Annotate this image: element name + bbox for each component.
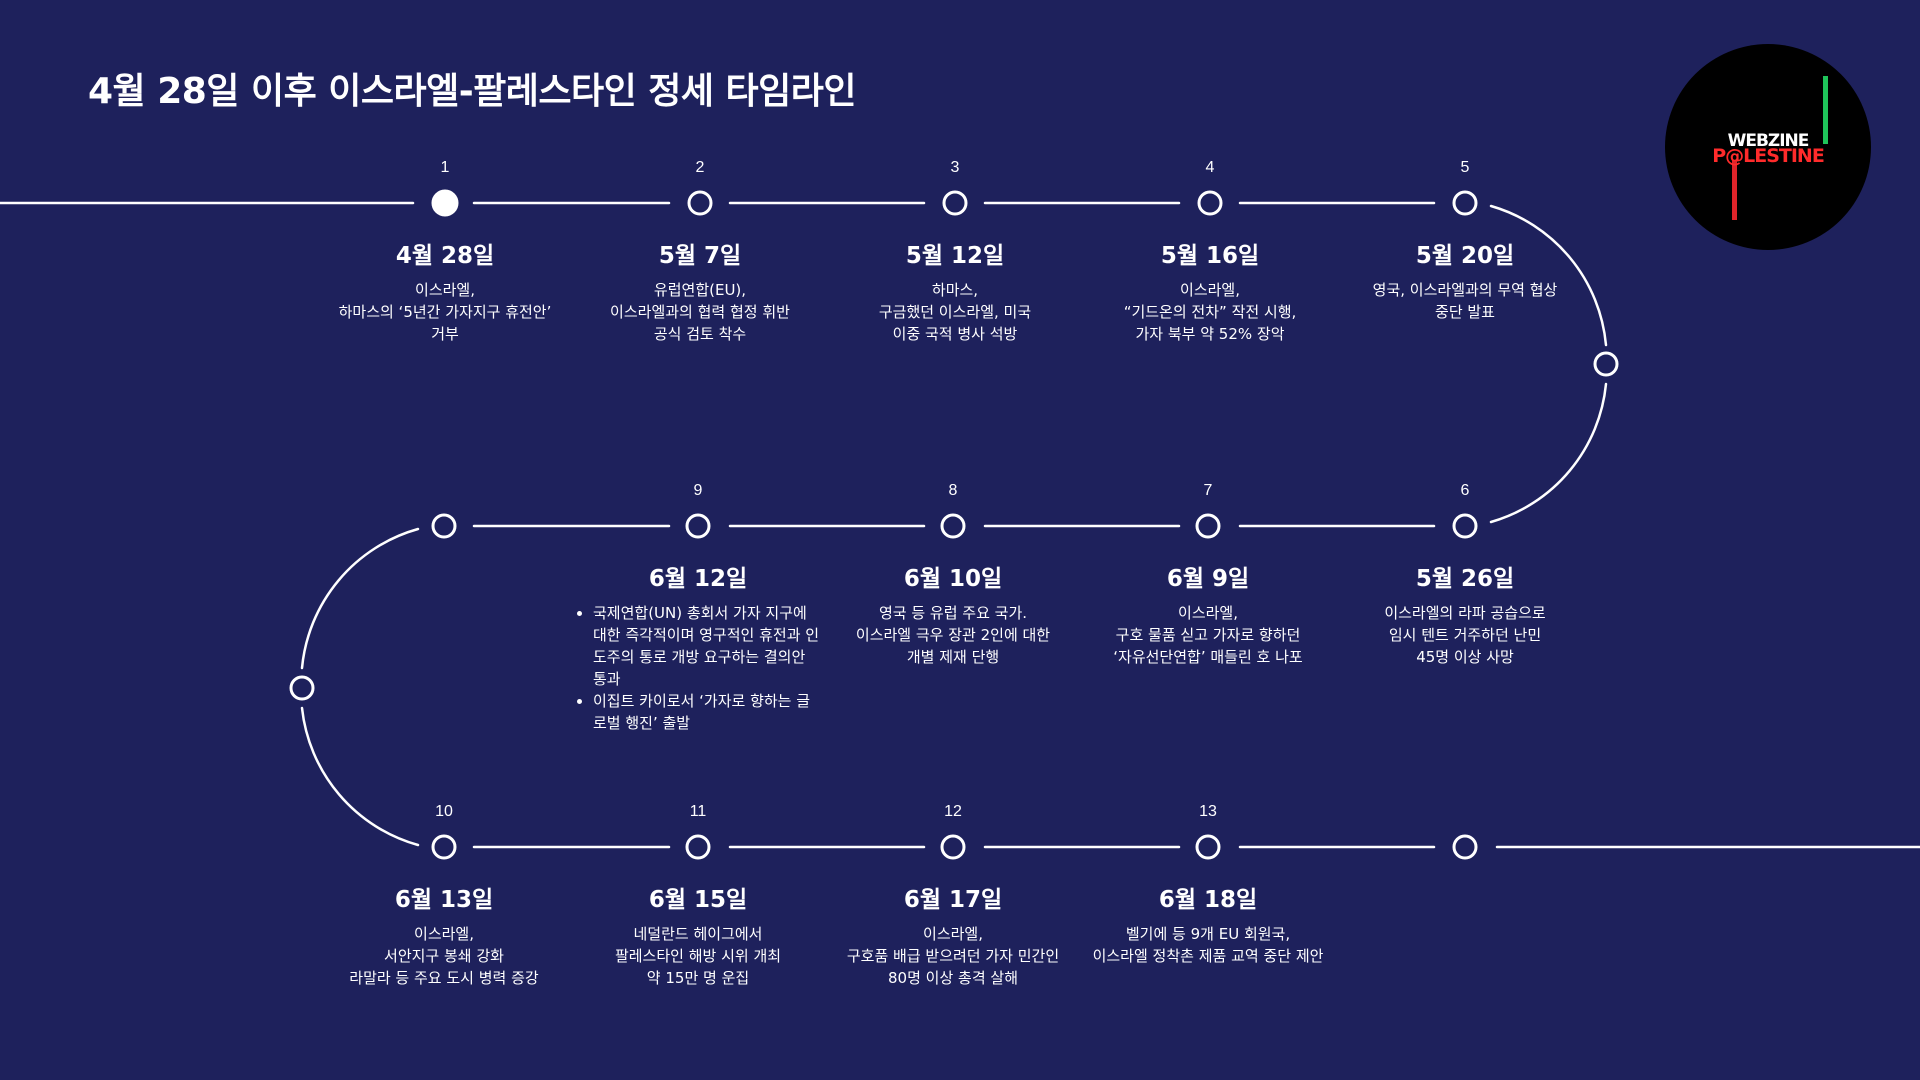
event-bullet-list: 국제연합(UN) 총회서 가자 지구에 대한 즉각적이며 영구적인 휴전과 인도… (573, 602, 823, 734)
event-date: 6월 10일 (903, 566, 1003, 592)
event-number: 13 (1199, 803, 1217, 820)
event-number: 2 (695, 159, 705, 176)
event-date: 6월 15일 (648, 887, 748, 913)
event-description: 하마스, 구금했던 이스라엘, 미국 이중 국적 병사 석방 (878, 281, 1032, 343)
logo-green-bar (1823, 76, 1828, 144)
event-number: 3 (950, 159, 960, 176)
event-date: 6월 13일 (394, 887, 494, 913)
event-number: 5 (1460, 159, 1470, 176)
timeline-connector-node (289, 675, 315, 701)
timeline-node-1 (431, 189, 459, 217)
logo-red-bar (1732, 160, 1737, 220)
event-number: 8 (948, 482, 958, 499)
event-description: 유럽연합(EU), 이스라엘과의 협력 협정 휘반 공식 검토 착수 (610, 281, 790, 343)
event-description: 이스라엘, 구호 물품 싣고 가자로 향하던 ‘자유선단연합’ 매들린 호 나포 (1113, 604, 1303, 666)
event-number: 6 (1460, 482, 1470, 499)
timeline-node-8 (940, 513, 966, 539)
event-number: 10 (435, 803, 453, 820)
event-description: 이스라엘의 라파 공습으로 임시 텐트 거주하던 난민 45명 이상 사망 (1384, 604, 1546, 666)
event-date: 6월 18일 (1158, 887, 1258, 913)
event-date: 4월 28일 (395, 243, 495, 269)
event-description: 벨기에 등 9개 EU 회원국, 이스라엘 정착촌 제품 교역 중단 제안 (1092, 925, 1324, 965)
event-number: 4 (1205, 159, 1215, 176)
timeline-node-9 (685, 513, 711, 539)
event-description: 이스라엘, “기드온의 전차” 작전 시행, 가자 북부 약 52% 장악 (1123, 281, 1297, 343)
event-date: 5월 20일 (1415, 243, 1515, 269)
event-description: 이스라엘, 서안지구 봉쇄 강화 라말라 등 주요 도시 병력 증강 (349, 925, 539, 987)
timeline-node-10 (431, 834, 457, 860)
event-description: 네덜란드 헤이그에서 팔레스타인 해방 시위 개최 약 15만 명 운집 (614, 925, 782, 987)
timeline-node-13 (1195, 834, 1221, 860)
timeline-connector-node (1593, 351, 1619, 377)
event-date: 5월 16일 (1160, 243, 1260, 269)
event-9: 6월 12일국제연합(UN) 총회서 가자 지구에 대한 즉각적이며 영구적인 … (573, 559, 823, 734)
timeline-node-5 (1452, 190, 1478, 216)
event-bullet: 국제연합(UN) 총회서 가자 지구에 대한 즉각적이며 영구적인 휴전과 인도… (593, 602, 823, 690)
timeline-connector-node (1452, 834, 1478, 860)
event-number: 7 (1203, 482, 1213, 499)
event-date: 6월 17일 (903, 887, 1003, 913)
timeline-node-6 (1452, 513, 1478, 539)
timeline-node-12 (940, 834, 966, 860)
event-number: 9 (693, 482, 703, 499)
logo-text-webzine: WEBZINE (1727, 131, 1810, 151)
event-number: 1 (440, 159, 450, 176)
event-date: 5월 26일 (1415, 566, 1515, 592)
page-title: 4월 28일 이후 이스라엘-팔레스타인 정세 타임라인 (88, 71, 857, 112)
timeline-node-7 (1195, 513, 1221, 539)
webzine-palestine-logo[interactable]: WEBZINE P@LESTINE (1665, 44, 1871, 250)
event-date: 6월 9일 (1166, 566, 1250, 592)
timeline-node-2 (687, 190, 713, 216)
timeline-connector-node (431, 513, 457, 539)
event-description: 이스라엘, 구호품 배급 받으려던 가자 민간인 80명 이상 총격 살해 (846, 925, 1060, 987)
event-number: 11 (689, 803, 707, 820)
timeline-node-4 (1197, 190, 1223, 216)
event-date: 5월 7일 (658, 243, 742, 269)
event-description: 영국, 이스라엘과의 무역 협상 중단 발표 (1372, 281, 1558, 321)
event-description: 이스라엘, 하마스의 ‘5년간 가자지구 휴전안’ 거부 (338, 281, 552, 343)
timeline-node-11 (685, 834, 711, 860)
event-bullet: 이집트 카이로서 ‘가자로 향하는 글로벌 행진’ 출발 (593, 690, 823, 734)
event-date: 5월 12일 (905, 243, 1005, 269)
event-date: 6월 12일 (648, 566, 748, 592)
timeline-node-3 (942, 190, 968, 216)
event-description: 영국 등 유럽 주요 국가. 이스라엘 극우 장관 2인에 대한 개별 제재 단… (855, 604, 1051, 666)
event-number: 12 (944, 803, 962, 820)
logo-text-palestine: P@LESTINE (1712, 145, 1825, 167)
